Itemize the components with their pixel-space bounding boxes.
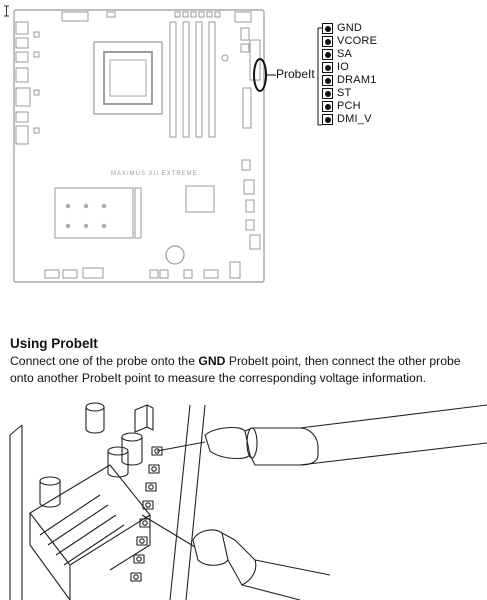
heatsink: [29, 464, 151, 566]
probe-point-dmi-v: DMI_V: [322, 113, 372, 126]
probe-point-label: PCH: [337, 100, 361, 112]
probe-point-pch: PCH: [322, 100, 361, 113]
dimm-slot: [182, 21, 190, 138]
capacitor: [107, 451, 129, 478]
dimm-slot: [169, 21, 177, 138]
probe-point-label: IO: [337, 61, 350, 73]
capacitor: [39, 481, 61, 508]
probe-point-label: ST: [337, 87, 352, 99]
dimm-slot: [195, 21, 203, 138]
probe-point-label: SA: [337, 48, 353, 60]
power-connector-top: [61, 11, 89, 22]
probe-lower: [141, 514, 331, 600]
probe-point-dram1: DRAM1: [322, 74, 377, 87]
chipset: [185, 185, 215, 213]
capacitor: [85, 407, 105, 434]
probe-point-label: GND: [337, 22, 363, 34]
cpu-socket: [93, 41, 163, 115]
probe-upper: [156, 404, 487, 466]
probe-point-io: IO: [322, 61, 349, 74]
gnd-emphasis: GND: [198, 354, 226, 368]
probe-point-sa: SA: [322, 48, 352, 61]
probe-point-label: DMI_V: [337, 113, 372, 125]
instruction-text: ProbeIt point, then connect the other pr…: [10, 354, 461, 385]
instruction-text: Connect one of the probe onto the: [10, 354, 199, 368]
top-connector: [106, 11, 116, 18]
probe-point-label: DRAM1: [337, 74, 377, 86]
probe-point-vcore: VCORE: [322, 35, 377, 48]
capacitor: [121, 437, 143, 466]
probe-point-label: VCORE: [337, 35, 378, 47]
section-heading: Using ProbeIt: [10, 336, 98, 351]
m2-heatsink: [54, 187, 134, 239]
motherboard-diagram: [4, 5, 322, 283]
probeit-callout-label: ProbeIt: [276, 67, 315, 81]
battery: [165, 245, 185, 265]
probe-point-gnd: GND: [322, 22, 362, 35]
board-outline: [13, 9, 265, 283]
text-cursor-icon: [4, 5, 9, 17]
probe-point-st: ST: [322, 87, 351, 100]
board-silkscreen-text: MAXIMUS XII EXTREME: [111, 171, 198, 177]
dimm-slot: [208, 21, 216, 138]
probeit-points: [130, 446, 163, 582]
board-edge: [169, 404, 191, 600]
probe-illustration: [9, 402, 487, 600]
instruction-paragraph: Connect one of the probe onto the GND Pr…: [10, 353, 485, 387]
connector-block: [134, 404, 148, 433]
